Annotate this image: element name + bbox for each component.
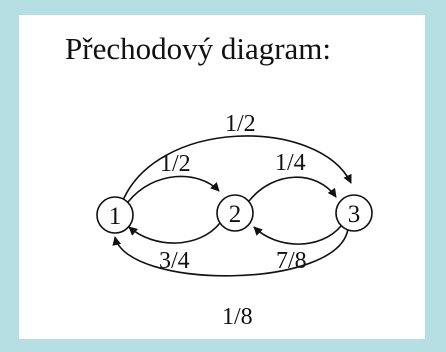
edge-label-3-2: 7/8 (276, 248, 307, 274)
state-node-1-label: 1 (109, 203, 122, 230)
transition-diagram: 1/2 1/2 1/4 3/4 7/8 1/8 1 2 3 (96, 111, 373, 330)
edge-2-3 (248, 176, 337, 202)
diagram-card: Přechodový diagram: 1/2 1/2 1/4 3/4 7/8 … (19, 15, 425, 339)
state-node-2: 2 (216, 194, 254, 232)
edge-2-1 (128, 222, 221, 244)
state-node-3: 3 (335, 194, 373, 232)
diagram-title: Přechodový diagram: (65, 31, 332, 66)
edge-label-2-1: 3/4 (159, 248, 190, 274)
edge-1-2 (127, 175, 220, 203)
edge-label-2-3: 1/4 (275, 150, 306, 176)
edge-3-2 (253, 225, 342, 245)
state-node-2-label: 2 (229, 201, 242, 228)
edge-label-1-3: 1/2 (225, 111, 256, 137)
state-node-3-label: 3 (348, 201, 361, 228)
state-node-1: 1 (96, 196, 134, 234)
edge-label-1-2: 1/2 (160, 151, 191, 177)
edge-1-3 (120, 135, 352, 206)
edge-3-1 (112, 228, 349, 277)
edge-label-3-1: 1/8 (222, 304, 253, 330)
